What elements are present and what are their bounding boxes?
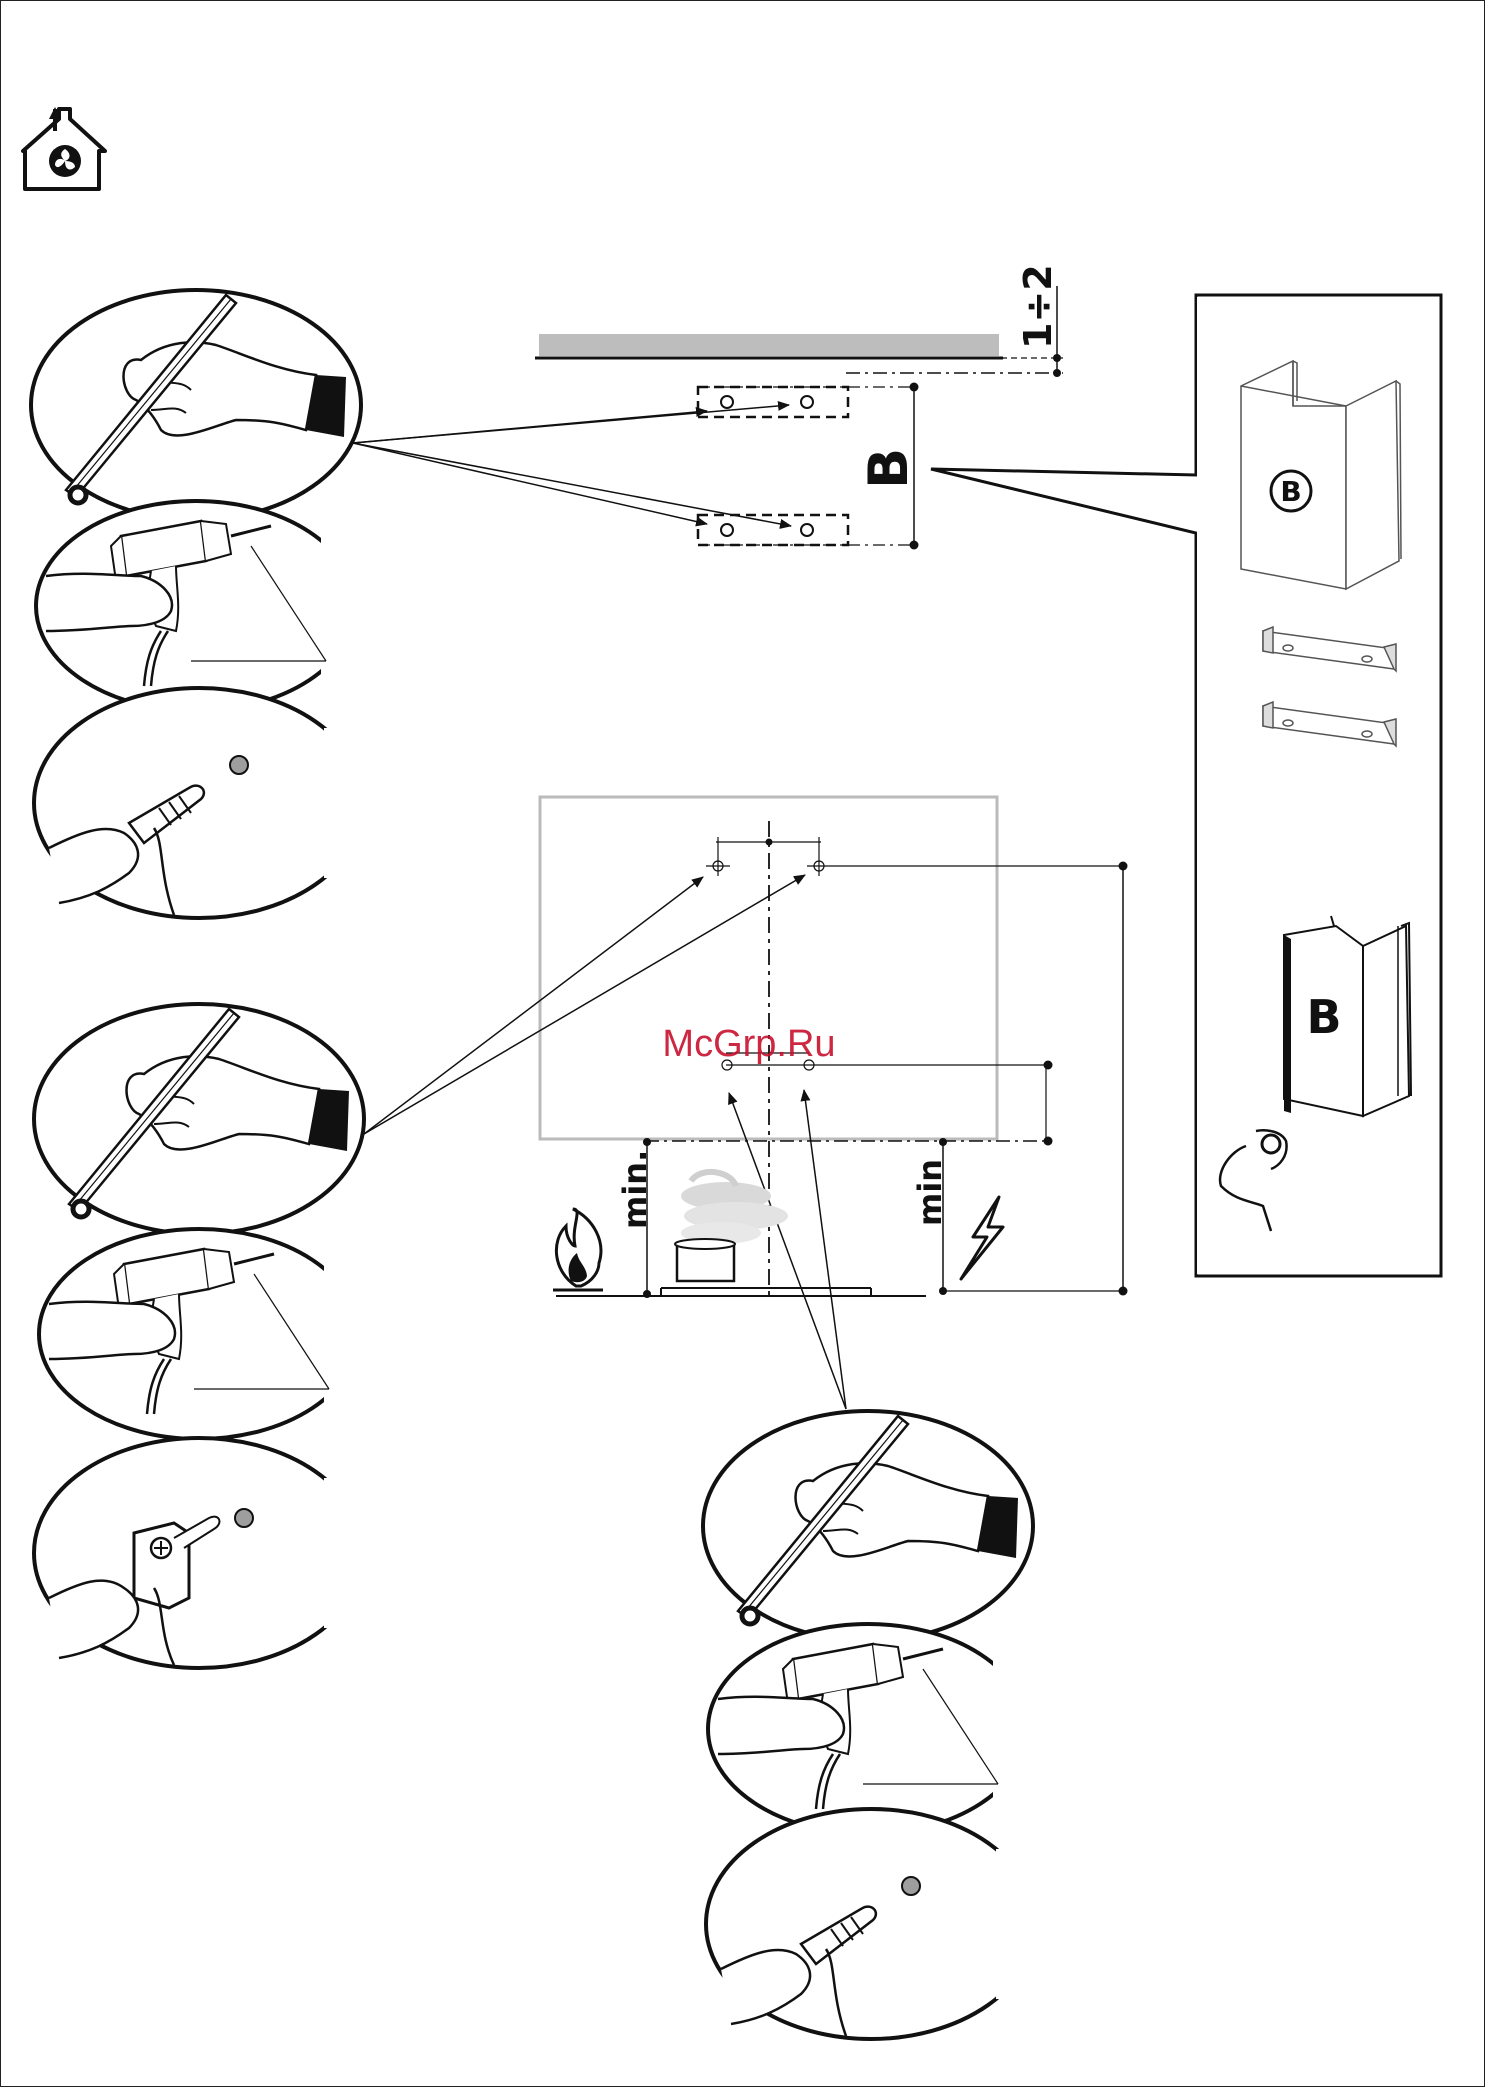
chimney-lower-label: B [1306,990,1341,1044]
lightning-icon [961,1197,1003,1279]
drill-icon [39,1229,374,1439]
bracket-spacing-label: B [857,448,920,489]
pencil-mark-icon [31,290,361,520]
cooking-pot-icon [675,1172,788,1281]
ceiling-shelf [539,334,999,356]
house-ventilation-icon [23,107,105,189]
min-left-label: min. [616,1150,654,1229]
drill-icon [36,501,371,711]
pencil-mark-icon [34,1004,364,1234]
chimney-upper-label: B [1280,475,1301,508]
watermark-text: McGrp.Ru [662,1023,835,1065]
wall-plug-icon [706,1809,1046,2039]
min-right-label: min [911,1159,949,1226]
wall-plug-icon [34,688,374,918]
pencil-mark-icon [703,1411,1033,1641]
bracket-screw-icon [34,1438,374,1668]
gap-dimension-label: 1÷2 [1016,264,1060,349]
flame-icon [553,1209,603,1290]
drill-icon [708,1624,1043,1834]
